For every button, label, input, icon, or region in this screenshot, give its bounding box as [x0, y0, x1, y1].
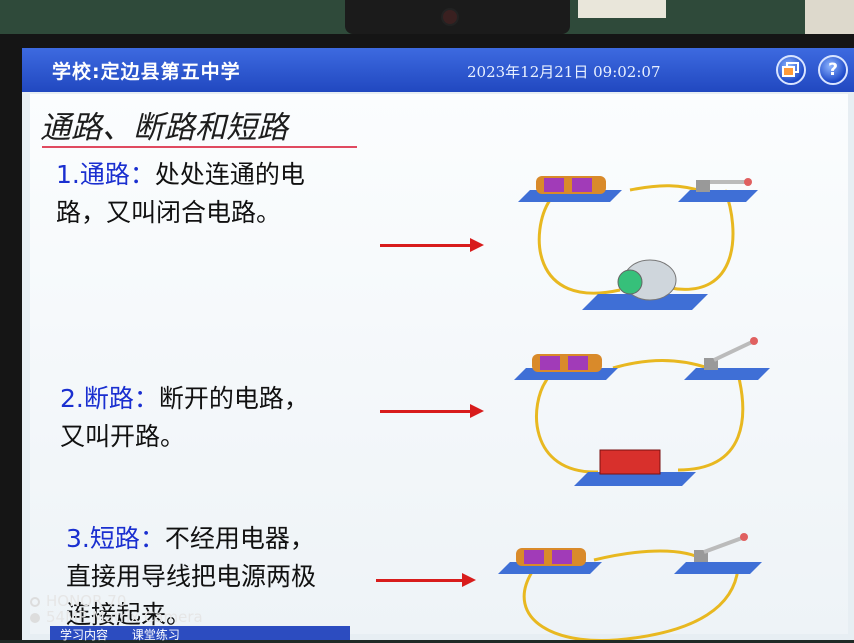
webcam-lens-icon: [443, 10, 457, 24]
motor-icon: [582, 259, 708, 310]
item-line2: 直接用导线把电源两极: [66, 562, 317, 591]
slide-content: 通路、断路和短路 1.通路：处处连通的电 路，又叫闭合电路。 2.断路：断开的电…: [30, 94, 848, 640]
open-circuit-diagram: [514, 337, 770, 486]
item-colon: ：: [139, 524, 165, 553]
date-time: 2023年12月21日 09:02:07: [467, 63, 661, 81]
open-switch-icon: [674, 533, 762, 574]
arrow-icon: [376, 573, 476, 587]
app-header: 学校:定边县第五中学 2023年12月21日 09:02:07 ?: [22, 48, 854, 92]
title-underline: [42, 146, 357, 148]
watermark-line1: HONOR 70: [46, 592, 127, 610]
item-closed-circuit-text: 1.通路：处处连通的电 路，又叫闭合电路。: [56, 156, 305, 232]
monitor-screen: 学校:定边县第五中学 2023年12月21日 09:02:07 ? 通路、断路和…: [22, 48, 854, 640]
item-number: 2.: [60, 384, 84, 413]
item-term: 通路: [79, 160, 130, 189]
help-icon: ?: [828, 60, 838, 80]
buzzer-icon: [574, 449, 696, 486]
item-term: 短路: [89, 524, 140, 553]
open-switch-icon: [684, 337, 770, 380]
item-number: 1.: [56, 160, 80, 189]
help-button[interactable]: ?: [818, 55, 848, 85]
restore-window-icon: [782, 62, 799, 77]
item-open-circuit-text: 2.断路：断开的电路， 又叫开路。: [60, 380, 309, 456]
battery-holder-icon: [498, 548, 602, 574]
battery-holder-icon: [518, 176, 622, 202]
slide-title: 通路、断路和短路: [40, 110, 288, 146]
item-line1: 断开的电路，: [158, 384, 309, 413]
item-colon: ：: [129, 160, 155, 189]
watermark-line2: 54MP Matrix Camera: [46, 608, 203, 626]
short-circuit-diagram: [498, 533, 762, 640]
school-name: 学校:定边县第五中学: [52, 61, 241, 83]
slide-taskbar: 学习内容 课堂练习: [50, 626, 350, 642]
item-line2: 路，又叫闭合电路。: [56, 198, 282, 227]
item-line1: 不经用电器，: [164, 524, 315, 553]
restore-window-button[interactable]: [776, 55, 806, 85]
item-line1: 处处连通的电: [154, 160, 305, 189]
item-colon: ：: [133, 384, 159, 413]
item-number: 3.: [66, 524, 90, 553]
tab-study-content[interactable]: 学习内容: [60, 628, 109, 642]
wall-paper-note-right: [805, 0, 854, 40]
camera-watermark-brand: HONOR 70: [30, 592, 126, 610]
battery-holder-icon: [514, 354, 618, 380]
item-line2: 又叫开路。: [60, 422, 186, 451]
camera-watermark-model: 54MP Matrix Camera: [30, 608, 203, 626]
switch-icon: [678, 178, 758, 202]
closed-circuit-diagram: [518, 176, 758, 310]
tab-classroom-practice[interactable]: 课堂练习: [131, 628, 180, 642]
item-line3: 连接起来。: [66, 600, 192, 629]
item-short-circuit-text: 3.短路：不经用电器， 直接用导线把电源两极 连接起来。: [66, 520, 316, 634]
arrow-icon: [380, 238, 484, 252]
webcam: [345, 0, 570, 34]
wall-paper-note: [578, 0, 666, 18]
item-term: 断路: [83, 384, 134, 413]
arrow-icon: [380, 404, 484, 418]
